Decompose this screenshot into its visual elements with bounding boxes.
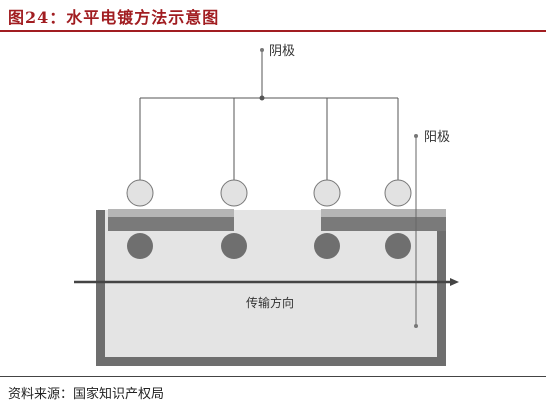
transport-direction-label: 传输方向: [246, 295, 294, 310]
tank-right-wall: [437, 210, 446, 366]
horizontal-plating-diagram: 阴极 阳极 传输方向: [74, 44, 459, 366]
upper-roller: [126, 179, 154, 207]
transport-arrowhead: [450, 278, 459, 286]
upper-roller: [384, 179, 412, 207]
lower-roller: [221, 233, 247, 259]
upper-roller: [313, 179, 341, 207]
upper-roller: [220, 179, 248, 207]
figure-title: 图24：水平电镀方法示意图: [8, 8, 220, 27]
anode-label: 阳极: [424, 130, 450, 145]
tank-bottom-wall: [96, 357, 446, 366]
title-rule: [0, 30, 546, 32]
board-right-top: [321, 209, 446, 217]
source-rule: [0, 376, 546, 377]
figure-source: 资料来源：国家知识产权局: [8, 387, 165, 402]
lower-roller: [314, 233, 340, 259]
cathode-label: 阴极: [269, 44, 295, 59]
lower-roller: [385, 233, 411, 259]
lower-roller: [127, 233, 153, 259]
anode-label-dot: [414, 134, 418, 138]
tank-left-wall: [96, 210, 105, 366]
plating-tank: [96, 210, 446, 364]
cathode-label-dot: [260, 48, 264, 52]
cathode-junction-dot: [259, 95, 265, 101]
cathode-wiring: [139, 50, 399, 180]
board-left-top: [108, 209, 234, 217]
anode-end-dot: [414, 324, 418, 328]
